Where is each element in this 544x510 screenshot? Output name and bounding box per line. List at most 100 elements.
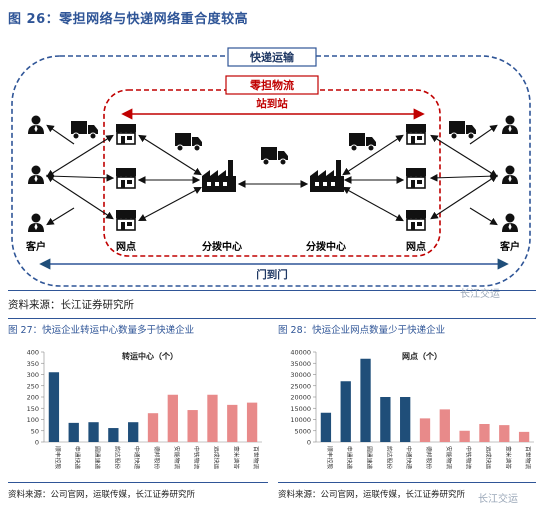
outlet-icon-right-2 — [405, 167, 427, 189]
fig27-x-tick-label: 壹米滴答 — [232, 446, 240, 469]
express-label: 快递运输 — [249, 50, 295, 64]
fig27-x-tick-label: 德邦股份 — [153, 446, 161, 469]
truck-icon-left-inner — [174, 132, 203, 152]
figure-28-bottom-rule — [278, 482, 536, 483]
fig28-x-tick-label: 中通快递 — [405, 446, 413, 469]
fig27-y-tick-label: 200 — [27, 394, 39, 402]
fig28-y-tick-label: 25000 — [290, 382, 311, 390]
ltl-label-box — [225, 75, 319, 95]
hub-label-left: 分拨中心 — [202, 240, 242, 253]
fig27-y-tick-label: 250 — [27, 382, 39, 390]
fig27-y-tick-label: 50 — [31, 427, 39, 435]
figure-28-chart: 网点（个）05000100001500020000250003000035000… — [290, 349, 534, 469]
fig28-y-tick-label: 10000 — [290, 416, 311, 424]
fig28-bar — [479, 424, 490, 442]
fig27-bar — [88, 422, 99, 442]
fig27-x-tick-label: 圆通速递 — [94, 446, 102, 469]
outlet-label-left: 网点 — [116, 240, 136, 253]
right-outlet-hub-arrows — [342, 134, 405, 222]
fig28-x-tick-label: 百世物流 — [524, 446, 532, 469]
fig27-x-tick-label: 顺丰控股 — [54, 446, 62, 469]
outlet-icon-left-1 — [115, 123, 137, 145]
customer-icon-left-2 — [28, 165, 44, 184]
figures-27-28-top-rule — [8, 318, 536, 319]
fig27-bar — [207, 394, 218, 442]
truck-icon-left-outer — [70, 120, 99, 140]
fig27-chart-title: 转运中心（个） — [122, 351, 178, 361]
fig28-bar — [459, 430, 470, 442]
fig28-x-tick-label: 安能物流 — [445, 446, 453, 469]
fig27-x-tick-label: 中铁物流 — [193, 446, 201, 469]
fig27-bar — [167, 394, 178, 442]
fig27-bar — [147, 413, 159, 442]
customer-icon-right-1 — [502, 115, 518, 134]
fig28-bar — [518, 431, 530, 442]
customer-label-left: 客户 — [25, 240, 46, 253]
fig28-bar — [320, 412, 332, 442]
fig27-bar — [108, 428, 119, 442]
fig28-bar — [400, 397, 411, 442]
figure-28-watermark: 长江交运 — [478, 494, 518, 505]
fig27-x-tick-label: 中通快递 — [133, 446, 141, 469]
customer-icon-left-3 — [28, 213, 44, 232]
fig28-bar — [360, 358, 371, 442]
fig27-y-tick-label: 0 — [35, 439, 39, 447]
fig28-y-tick-label: 35000 — [290, 360, 311, 368]
fig27-bar — [128, 422, 139, 442]
fig27-bar — [187, 410, 198, 442]
fig28-y-tick-label: 20000 — [290, 394, 311, 402]
outlet-icon-right-1 — [405, 123, 427, 145]
hub-icon-right — [310, 160, 344, 192]
fig27-x-tick-label: 百世物流 — [252, 446, 260, 469]
customer-icon-left-1 — [28, 115, 44, 134]
figure-27-bottom-rule — [8, 482, 268, 483]
truck-icon-right-outer — [448, 120, 477, 140]
fig28-bar — [419, 418, 431, 442]
figure-26-title: 图 26：零担网络与快递网络重合度较高 — [8, 12, 249, 27]
fig28-chart-title: 网点（个） — [402, 351, 442, 361]
customer-icon-right-3 — [502, 213, 518, 232]
fig28-y-tick-label: 30000 — [290, 371, 311, 379]
fig28-x-tick-label: 中铁物流 — [465, 446, 473, 469]
outlet-icon-left-2 — [115, 167, 137, 189]
figure-27-source: 资料来源：公司官网，运联传媒，长江证券研究所 — [8, 490, 196, 500]
fig28-y-tick-label: 15000 — [290, 405, 311, 413]
hub-icon-left — [202, 160, 236, 192]
network-diagram: 快递运输 零担物流 站到站 门到门 客户 客户 网点 网点 分拨中心 分拨中心 — [11, 47, 531, 287]
right-customer-arrows — [429, 124, 499, 226]
fig27-bar — [246, 402, 258, 442]
fig28-y-tick-label: 0 — [307, 439, 311, 447]
fig27-bar — [227, 404, 238, 442]
fig28-x-tick-label: 顺丰控股 — [326, 446, 334, 469]
figure-26-bottom-rule — [8, 290, 536, 291]
ltl-network-boundary — [103, 89, 441, 257]
fig28-x-tick-label: 申通快递 — [346, 446, 354, 469]
fig28-bar — [499, 425, 510, 442]
truck-icon-center — [260, 146, 289, 166]
fig28-bar — [439, 409, 450, 442]
outlet-icon-left-3 — [115, 209, 137, 231]
customer-icon-right-2 — [502, 165, 518, 184]
door-label: 门到门 — [256, 268, 288, 281]
left-outlet-hub-arrows — [137, 134, 202, 222]
hub-label-right: 分拨中心 — [306, 240, 346, 253]
figure-28-source: 资料来源：公司官网，运联传媒，长江证券研究所 — [278, 490, 466, 500]
fig28-x-tick-label: 壹米滴答 — [504, 446, 512, 469]
figure-27-title: 图 27：快运企业转运中心数量多于快递企业 — [8, 325, 195, 336]
fig28-y-tick-label: 40000 — [290, 349, 311, 357]
fig28-bar — [380, 397, 391, 442]
truck-icon-right-inner — [348, 132, 377, 152]
fig27-y-tick-label: 300 — [27, 371, 39, 379]
fig27-y-tick-label: 150 — [27, 405, 39, 413]
fig27-bar — [68, 422, 79, 442]
left-customer-arrows — [45, 124, 115, 226]
figure-27-chart: 转运中心（个）050100150200250300350400顺丰控股申通快递圆… — [27, 349, 262, 469]
figure-28-title: 图 28：快运企业网点数量少于快递企业 — [278, 325, 446, 336]
fig28-x-tick-label: 韵达股份 — [385, 446, 393, 469]
fig27-y-tick-label: 400 — [27, 349, 39, 357]
customer-label-right: 客户 — [499, 240, 520, 253]
fig28-x-tick-label: 圆通速递 — [366, 446, 374, 469]
fig28-x-tick-label: 远成快运 — [484, 446, 492, 469]
outlet-label-right: 网点 — [406, 240, 426, 253]
fig27-x-tick-label: 申通快递 — [74, 446, 82, 469]
